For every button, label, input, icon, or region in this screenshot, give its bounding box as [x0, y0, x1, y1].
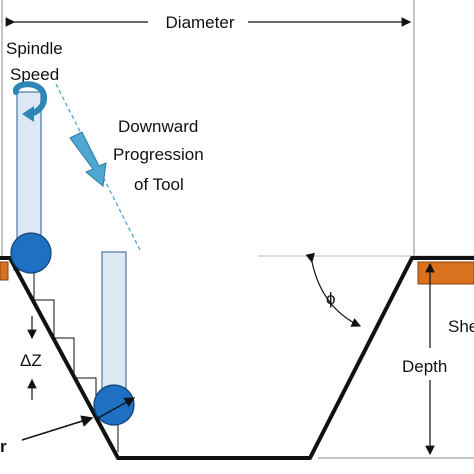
radius-label-partial: r	[0, 437, 7, 456]
formed-profile	[0, 256, 474, 460]
tool-ball-lower	[93, 384, 135, 426]
speed-label: Speed	[10, 65, 59, 84]
delta-z-label: ΔZ	[20, 351, 42, 370]
spindle-rotation-arrowhead	[22, 106, 34, 122]
sheet-right	[417, 261, 474, 285]
tool-ball-upper	[10, 232, 52, 274]
sheet-left	[0, 261, 9, 281]
radius-label-leader	[21, 415, 94, 441]
diameter-label: Diameter	[166, 13, 235, 32]
spindle-label: Spindle	[6, 39, 63, 58]
downward-progression-arrow	[69, 131, 107, 187]
of-tool-label: of Tool	[134, 175, 184, 194]
depth-label: Depth	[402, 357, 447, 376]
wall-angle-arc	[305, 252, 362, 327]
tool-radius-arrow	[97, 397, 136, 419]
sheet-label-partial: She	[448, 317, 474, 336]
phi-label: ϕ	[326, 289, 336, 308]
tool-shank-lower	[101, 251, 127, 399]
spindle-rotation-arrow	[13, 81, 48, 117]
downward-label: Downward	[118, 117, 198, 136]
progression-label: Progression	[113, 145, 204, 164]
